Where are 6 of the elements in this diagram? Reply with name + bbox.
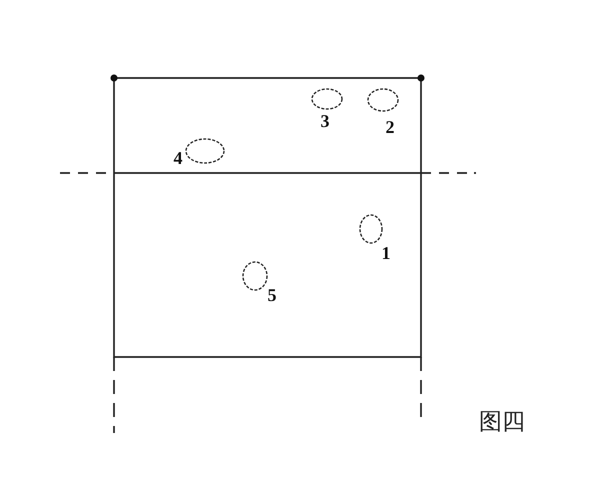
callout-number: 4 xyxy=(174,149,182,167)
callout-number: 3 xyxy=(320,112,330,130)
figure-caption: 图四 xyxy=(479,409,525,436)
callout-number: 5 xyxy=(268,286,276,304)
callout-number: 1 xyxy=(382,244,390,262)
callout-number: 2 xyxy=(386,118,394,136)
